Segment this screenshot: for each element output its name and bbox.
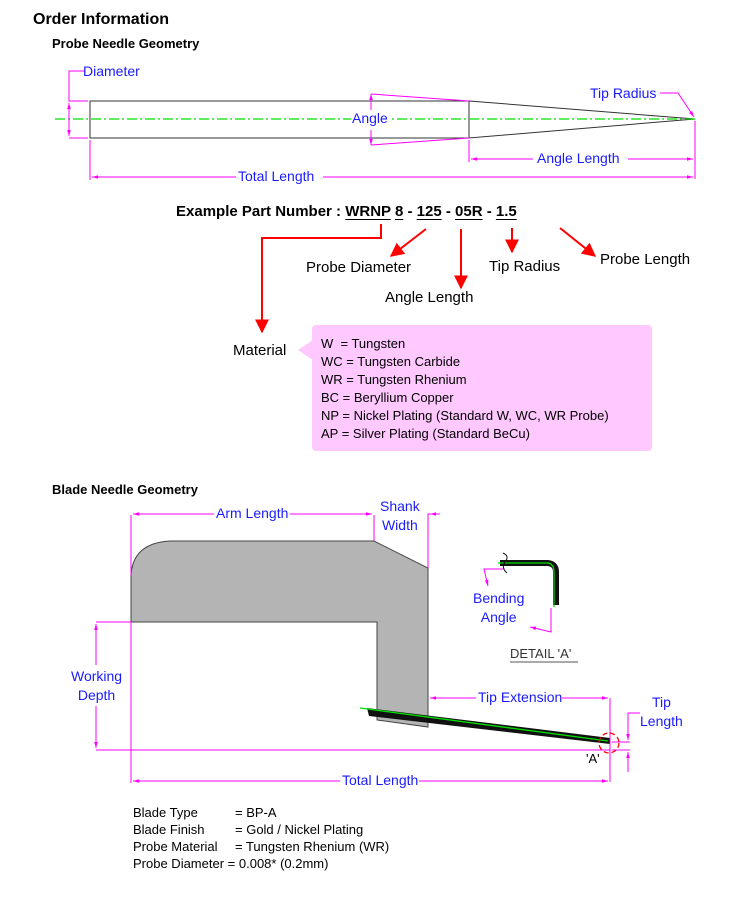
meaning-tip-radius: Tip Radius: [489, 258, 561, 275]
probe-total-length-dimension: [89, 140, 693, 180]
working-depth-dimension: [94, 621, 610, 751]
legend-item: AP = Silver Plating (Standard BeCu): [321, 426, 530, 441]
spec-value: = BP-A: [235, 805, 277, 820]
tip-extension-dimension: [430, 696, 611, 782]
probe-length-arrow: [559, 227, 597, 257]
page-title: Order Information: [33, 11, 170, 28]
bending-angle-line: Bending: [473, 590, 525, 606]
dim-bending-angle-label: Bending Angle: [473, 589, 524, 627]
tip-length-line: Length: [640, 713, 683, 729]
part-separator: -: [403, 203, 417, 220]
blade-needle-centerline: [359, 707, 609, 742]
arm-length-dimension: [130, 512, 375, 575]
blade-specs: Blade Type = BP-A Blade Finish = Gold / Ni…: [133, 804, 389, 872]
spec-value: = Tungsten Rhenium (WR): [235, 839, 390, 854]
detail-a-title: DETAIL 'A': [510, 646, 572, 661]
diameter-dimension: [67, 70, 88, 139]
meaning-probe-length: Probe Length: [600, 251, 691, 268]
part-code-tip-radius: 05R: [455, 203, 483, 220]
part-code-diameter: 8: [394, 203, 404, 220]
spec-value: = Gold / Nickel Plating: [235, 822, 364, 837]
meaning-angle-length: Angle Length: [385, 289, 474, 306]
working-depth-line: Working: [71, 668, 123, 684]
dim-angle-length-label: Angle Length: [537, 150, 620, 166]
tip-length-line: Tip: [651, 694, 671, 710]
example-part-number: Example Part Number : WRNP 8 - 125 - 05R…: [176, 203, 517, 220]
spec-key: Blade Type: [133, 805, 198, 820]
dim-diameter-label: Diameter: [83, 63, 140, 79]
spec-value: = 0.008* (0.2mm): [227, 856, 329, 871]
meaning-probe-diameter: Probe Diameter: [306, 259, 412, 276]
part-separator: -: [482, 203, 496, 220]
dim-arm-length-label: Arm Length: [216, 505, 289, 521]
tip-radius-leader: [660, 92, 695, 118]
shank-width-dimension: [427, 512, 440, 568]
spec-row: Blade Finish = Gold / Nickel Plating: [133, 821, 389, 838]
diameter-arrow: [389, 228, 427, 257]
legend-item: WC = Tungsten Carbide: [321, 354, 461, 369]
angle-dimension: [369, 93, 470, 146]
shank-label-line: Width: [381, 517, 418, 533]
dim-tip-extension-label: Tip Extension: [478, 689, 563, 705]
bending-angle-line: Angle: [480, 609, 517, 625]
blade-total-length-dimension: [130, 622, 608, 783]
spec-key: Probe Diameter: [133, 856, 225, 871]
dim-shank-width-label: Shank Width: [380, 497, 420, 535]
spec-row: Probe Diameter = 0.008* (0.2mm): [133, 855, 389, 872]
part-number-callouts: [255, 224, 597, 334]
shank-label-line: Shank: [380, 498, 420, 514]
material-arrow: [255, 224, 382, 334]
dim-total-length-label: Total Length: [238, 168, 315, 184]
probe-section-title: Probe Needle Geometry: [52, 36, 200, 51]
legend-item: NP = Nickel Plating (Standard W, WC, WR …: [321, 408, 609, 423]
tip-length-dimension: [612, 712, 640, 772]
angle-length-dimension: [468, 121, 696, 179]
legend-pointer: [298, 340, 313, 360]
spec-key: Probe Material: [133, 839, 218, 854]
part-separator: -: [441, 203, 456, 220]
detail-a-drawing: [483, 552, 578, 663]
part-code-angle-length: 125: [416, 203, 442, 220]
working-depth-line: Depth: [77, 687, 116, 703]
legend-item: W = Tungsten: [321, 336, 406, 351]
material-legend: W = Tungsten WC = Tungsten Carbide WR = …: [312, 325, 652, 451]
spec-row: Probe Material = Tungsten Rhenium (WR): [133, 838, 389, 855]
legend-item: WR = Tungsten Rhenium: [321, 372, 467, 387]
spec-row: Blade Type = BP-A: [133, 804, 389, 821]
dim-working-depth-label: Working Depth: [71, 667, 123, 705]
part-code-length: 1.5: [495, 203, 517, 220]
part-code-material: WRNP: [345, 203, 391, 220]
detail-a-circle: [598, 732, 620, 754]
dim-tip-length-label: Tip Length: [640, 693, 683, 731]
dim-tip-radius-label: Tip Radius: [590, 85, 657, 101]
blade-body: [130, 540, 610, 744]
legend-item: BC = Beryllium Copper: [321, 390, 454, 405]
part-number-label: Example Part Number :: [176, 203, 346, 220]
dim-blade-total-length-label: Total Length: [342, 772, 419, 788]
dim-angle-label: Angle: [351, 110, 389, 126]
blade-section-title: Blade Needle Geometry: [52, 482, 198, 497]
detail-a-marker: 'A': [586, 751, 600, 766]
spec-key: Blade Finish: [133, 822, 205, 837]
meaning-material: Material: [233, 342, 287, 359]
